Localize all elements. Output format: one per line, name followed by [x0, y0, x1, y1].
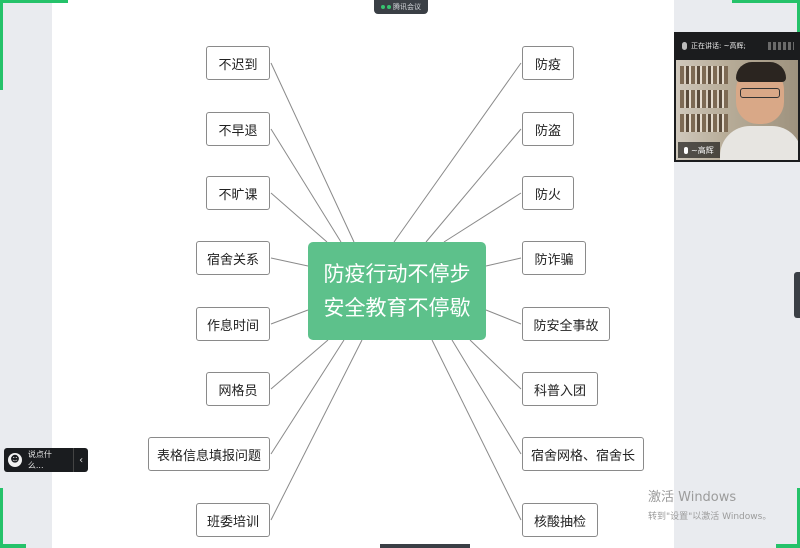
right-node-6: 科普入团 [522, 372, 598, 406]
connector-line [431, 339, 522, 521]
connector-line [443, 192, 522, 243]
left-node-8: 班委培训 [196, 503, 270, 537]
right-node-1: 防疫 [522, 46, 574, 80]
microphone-icon [682, 42, 687, 50]
network-signal-icon [768, 42, 794, 50]
participant-name: ~高辉 [691, 145, 714, 155]
windows-activation-watermark: 激活 Windows 转到"设置"以激活 Windows。 [648, 486, 771, 522]
right-node-2: 防盗 [522, 112, 574, 146]
connector-line [469, 339, 522, 390]
share-border-right-top [797, 0, 800, 32]
glasses [740, 88, 780, 98]
watermark-line-1: 激活 Windows [648, 490, 737, 505]
watermark-line-2: 转到"设置"以激活 Windows。 [648, 512, 772, 522]
connector-line [451, 339, 522, 455]
share-border-top-right [732, 0, 800, 3]
connector-line [393, 62, 522, 243]
left-node-6: 网格员 [206, 372, 270, 406]
app-label: 腾讯会议 [393, 3, 421, 11]
connector-line [270, 309, 309, 325]
share-border-left-bottom [0, 488, 3, 548]
connector-line [270, 339, 329, 390]
avatar-icon: ☻ [8, 453, 22, 467]
bookshelf-background [680, 66, 728, 84]
share-border-right-bottom [797, 488, 800, 548]
participant-body [720, 126, 798, 160]
right-node-4: 防诈骗 [522, 241, 586, 275]
chat-input-bubble[interactable]: ☻ 说点什么... ‹ [4, 448, 88, 472]
bottom-border [0, 544, 800, 548]
left-node-7: 表格信息填报问题 [148, 437, 270, 471]
connector-line [270, 128, 342, 243]
right-node-8: 核酸抽检 [522, 503, 598, 537]
microphone-icon [684, 146, 688, 154]
signal-dot-icon [381, 5, 385, 9]
participant-hair [736, 62, 786, 82]
chat-placeholder: 说点什么... [27, 450, 52, 470]
bookshelf-background [680, 114, 728, 132]
left-node-5: 作息时间 [196, 307, 270, 341]
video-panel[interactable]: 正在讲话: ~高辉; ~高辉 [674, 32, 800, 162]
left-node-1: 不迟到 [206, 46, 270, 80]
side-panel-handle[interactable] [794, 272, 800, 318]
left-node-4: 宿舍关系 [196, 241, 270, 275]
connector-line [270, 257, 309, 267]
left-node-2: 不早退 [206, 112, 270, 146]
connector-line [425, 128, 522, 243]
connector-line [485, 309, 522, 325]
right-node-5: 防安全事故 [522, 307, 610, 341]
bottom-border-center [380, 544, 470, 548]
bottom-border-left [0, 544, 26, 548]
participant-video[interactable]: ~高辉 [676, 60, 798, 160]
share-border-top-left [0, 0, 68, 3]
center-topic-line-1: 防疫行动不停步 [323, 262, 471, 286]
connector-line [270, 339, 363, 521]
bookshelf-background [680, 90, 728, 108]
left-node-3: 不旷课 [206, 176, 270, 210]
connector-line [270, 62, 355, 243]
connector-line [270, 192, 328, 243]
connector-line [485, 257, 522, 267]
center-topic-line-2: 安全教育不停歇 [323, 296, 471, 320]
share-status-icon [387, 5, 391, 9]
speaking-indicator: 正在讲话: ~高辉; [674, 32, 800, 60]
right-node-3: 防火 [522, 176, 574, 210]
connector-line [270, 339, 345, 455]
share-border-left-top [0, 0, 3, 90]
speaking-label: 正在讲话: ~高辉; [691, 42, 746, 50]
participant-name-tag: ~高辉 [678, 142, 720, 158]
right-node-7: 宿舍网格、宿舍长 [522, 437, 644, 471]
mindmap-center-topic: 防疫行动不停步 安全教育不停歇 [308, 242, 486, 340]
meeting-top-tab[interactable]: 腾讯会议 [374, 0, 428, 14]
chevron-left-icon[interactable]: ‹ [73, 448, 88, 472]
bottom-border-right [776, 544, 800, 548]
